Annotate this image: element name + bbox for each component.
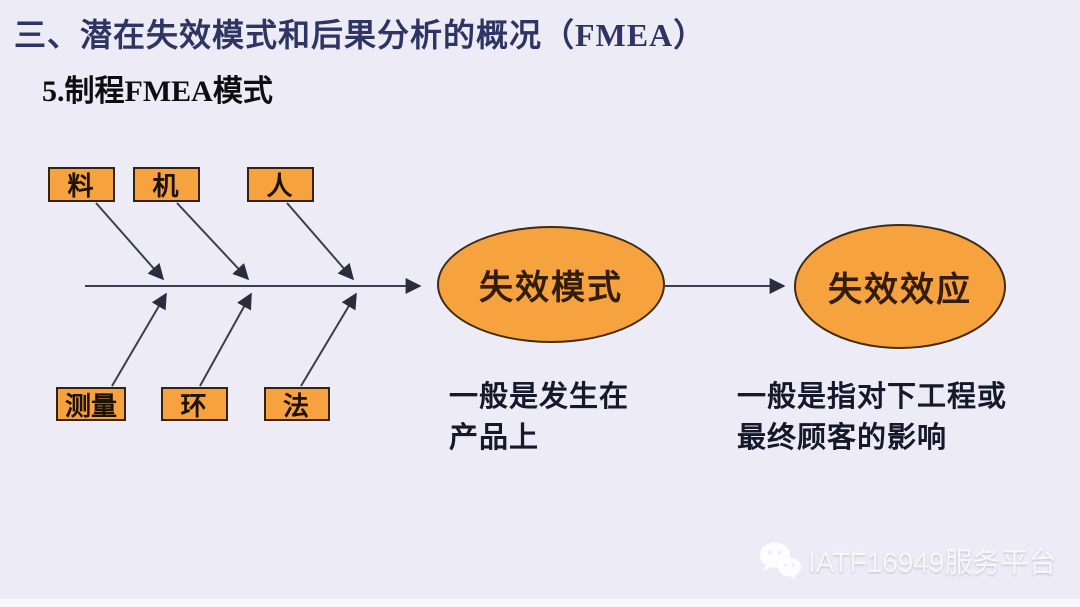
rib-man	[286, 202, 355, 281]
caption-line: 最终顾客的影响	[737, 422, 948, 455]
wechat-icon	[760, 542, 801, 580]
watermark-text: IATF16949服务平台	[808, 547, 1057, 578]
rib-measurement	[111, 292, 167, 387]
watermark: IATF16949服务平台	[758, 540, 1056, 582]
caption-line: 一般是发生在	[449, 381, 630, 413]
node-failure-effect: 失效效应	[794, 224, 1006, 349]
cause-box-man: 人	[247, 167, 314, 202]
slide-subtitle: 5.制程FMEA模式	[42, 75, 273, 108]
caption-failure-mode: 一般是发生在 产品上	[449, 377, 629, 459]
caption-failure-effect: 一般是指对下工程或 最终顾客的影响	[737, 377, 1007, 459]
node-failure-mode: 失效模式	[437, 226, 665, 343]
caption-line: 产品上	[449, 422, 540, 455]
rib-material	[95, 202, 165, 281]
slide-title: 三、潜在失效模式和后果分析的概况（FMEA）	[14, 17, 707, 53]
cause-box-method: 法	[264, 387, 330, 421]
cause-box-measurement: 测量	[56, 387, 126, 421]
caption-line: 一般是指对下工程或	[737, 381, 1008, 413]
cause-box-material: 料	[48, 167, 115, 202]
bottom-strip	[0, 599, 1080, 607]
rib-machine	[176, 202, 250, 281]
rib-environment	[199, 292, 252, 387]
rib-method	[300, 292, 357, 387]
cause-box-environment: 环	[161, 387, 228, 421]
cause-box-machine: 机	[133, 167, 200, 202]
